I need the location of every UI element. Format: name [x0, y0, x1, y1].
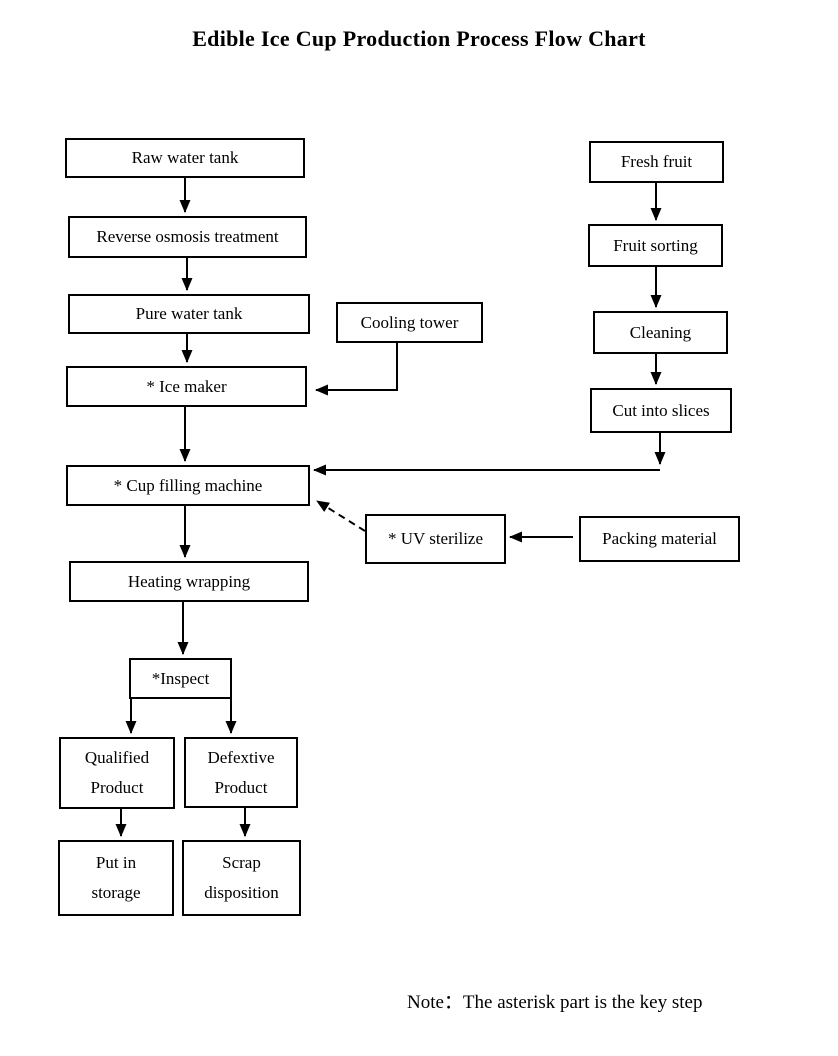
node-cleaning: Cleaning — [593, 311, 728, 354]
node-cup-filling-machine: * Cup filling machine — [66, 465, 310, 506]
node-qualified-product: Qualified Product — [59, 737, 175, 809]
node-cut-into-slices: Cut into slices — [590, 388, 732, 433]
node-packing-material: Packing material — [579, 516, 740, 562]
node-ice-maker: * Ice maker — [66, 366, 307, 407]
node-scrap-disposition: Scrap disposition — [182, 840, 301, 916]
node-pure-water-tank: Pure water tank — [68, 294, 310, 334]
edge-uv-to-cupfilling-dashed — [316, 500, 366, 532]
node-inspect: *Inspect — [129, 658, 232, 699]
node-reverse-osmosis-treatment: Reverse osmosis treatment — [68, 216, 307, 258]
node-fruit-sorting: Fruit sorting — [588, 224, 723, 267]
node-put-in-storage: Put in storage — [58, 840, 174, 916]
node-defextive-product: Defextive Product — [184, 737, 298, 808]
node-uv-sterilize: * UV sterilize — [365, 514, 506, 564]
footnote: Note：The asterisk part is the key step — [407, 992, 703, 1013]
node-fresh-fruit: Fresh fruit — [589, 141, 724, 183]
page-title: Edible Ice Cup Production Process Flow C… — [192, 26, 646, 51]
node-heating-wrapping: Heating wrapping — [69, 561, 309, 602]
node-cooling-tower: Cooling tower — [336, 302, 483, 343]
node-raw-water-tank: Raw water tank — [65, 138, 305, 178]
edge-coolingtower-to-icemaker — [315, 343, 398, 396]
